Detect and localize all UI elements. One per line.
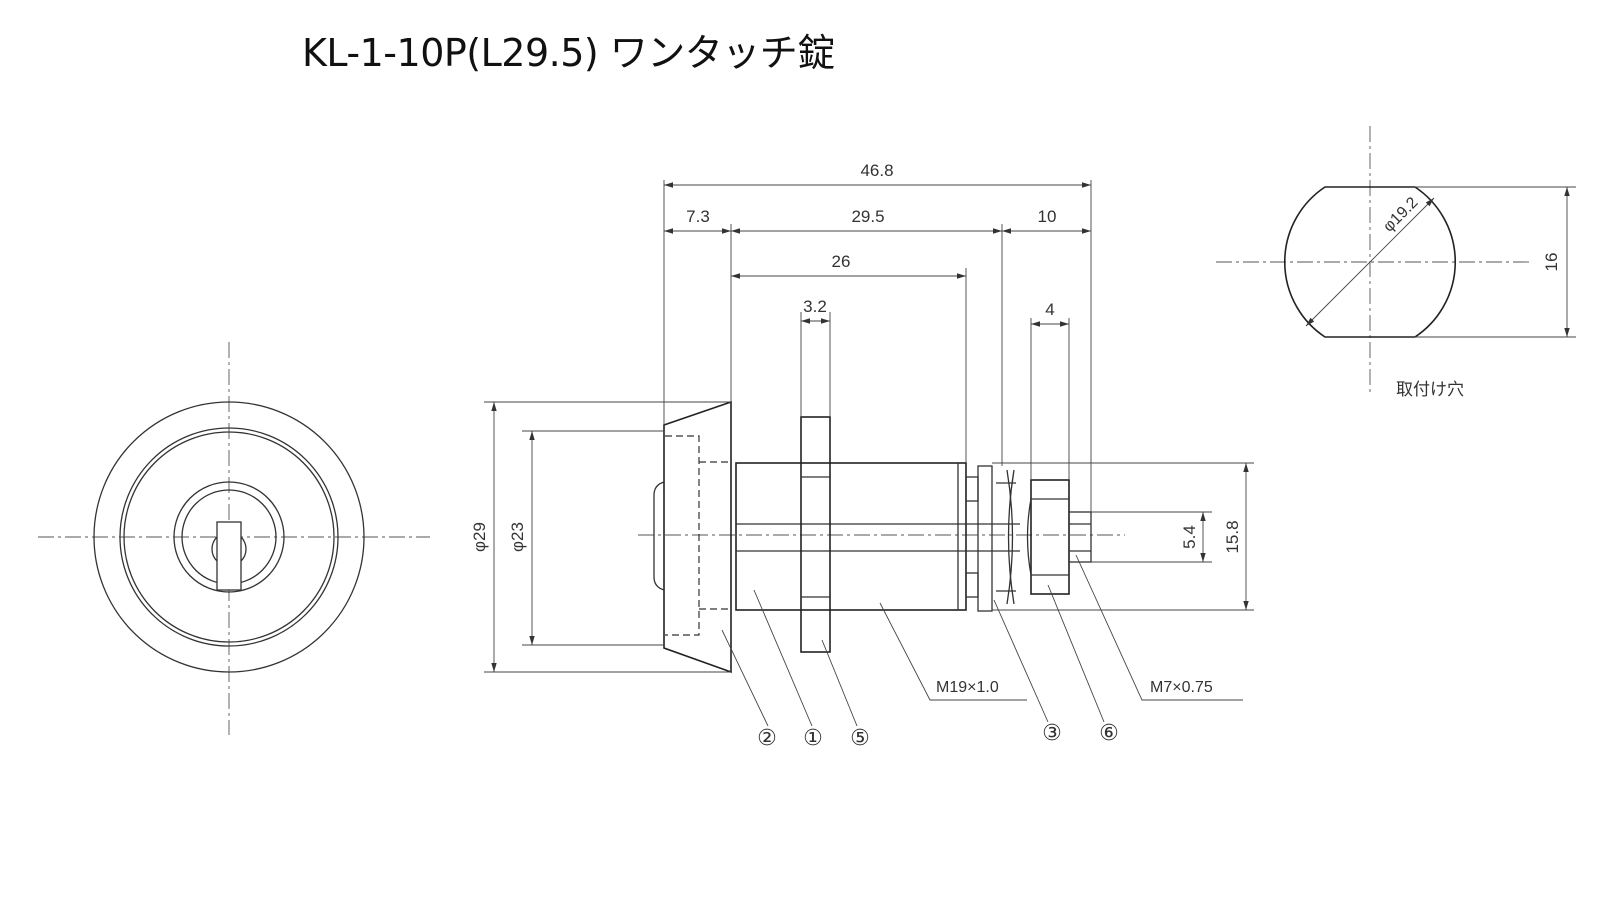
part-number-5: ⑤ — [850, 726, 870, 751]
part-number-1: ① — [803, 726, 823, 751]
part-number-3: ③ — [1042, 721, 1062, 746]
dim-face-diameter: φ23 — [508, 522, 527, 552]
front-view — [38, 342, 430, 735]
dim-body-length: 29.5 — [851, 207, 884, 226]
mounting-hole-view: φ19.2 16 取付け穴 — [1216, 126, 1576, 400]
dim-nut-thickness: 3.2 — [803, 297, 827, 316]
dim-shaft-width: 5.4 — [1180, 525, 1199, 549]
body-thread-label: M19×1.0 — [936, 679, 999, 696]
shaft-thread-label: M7×0.75 — [1150, 679, 1213, 696]
dim-hole-diameter: φ19.2 — [1380, 194, 1421, 235]
key-slot — [216, 521, 242, 591]
side-view-dimensions: 46.8 7.3 29.5 10 26 3.2 4 φ29 φ23 5.4 — [470, 161, 1254, 751]
dim-hex-nut-thickness: 4 — [1045, 300, 1054, 319]
dim-hole-width: 16 — [1542, 253, 1561, 272]
page-title: KL-1-10P(L29.5) ワンタッチ錠 — [302, 31, 835, 75]
part-number-2: ② — [757, 726, 777, 751]
dim-flange-diameter: φ29 — [470, 522, 489, 552]
side-view — [638, 400, 1125, 674]
dim-front-length: 7.3 — [686, 207, 710, 226]
dim-body-height: 15.8 — [1223, 520, 1242, 553]
dim-rear-length: 10 — [1038, 207, 1057, 226]
dim-overall-length: 46.8 — [860, 161, 893, 180]
mounting-hole-label: 取付け穴 — [1396, 380, 1464, 400]
part-number-6: ⑥ — [1099, 721, 1119, 746]
dim-thread-length: 26 — [832, 252, 851, 271]
